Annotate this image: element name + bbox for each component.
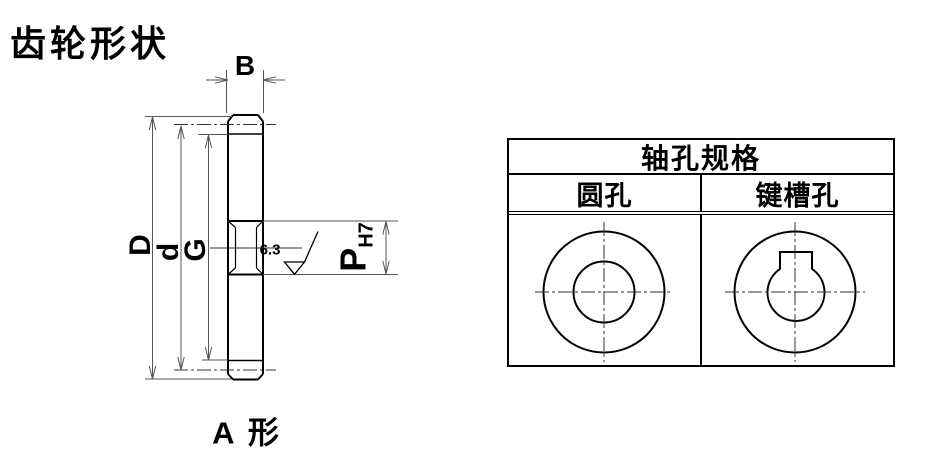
shaft-hole-table-body <box>509 215 893 365</box>
bore-letter: P <box>332 247 374 272</box>
keyway-hole-drawing <box>725 222 865 362</box>
round-hole-drawing <box>535 222 672 362</box>
bore-tolerance: H7 <box>355 222 378 248</box>
table-double-rule <box>509 212 893 215</box>
shaft-hole-table: 轴孔规格 圆孔 键槽孔 <box>507 138 895 367</box>
column-header-round-hole: 圆孔 <box>509 175 702 211</box>
page-title: 齿轮形状 <box>10 24 171 64</box>
column-header-keyway-hole: 键槽孔 <box>755 180 840 211</box>
surface-roughness-icon <box>283 231 319 276</box>
gear-side-view <box>174 114 302 381</box>
dim-label-face-width: B <box>234 50 256 81</box>
dim-label-hub-diameter: G <box>179 238 212 262</box>
shaft-hole-table-header: 轴孔规格 <box>509 140 893 175</box>
shaft-hole-table-columns: 圆孔 键槽孔 <box>509 175 893 212</box>
gear-type-label: A 形 <box>212 415 282 451</box>
dimension-lines <box>145 70 398 380</box>
keyway-hole-cell <box>702 215 893 365</box>
surface-roughness-value: 6.3 <box>259 241 281 259</box>
round-hole-cell <box>509 215 702 365</box>
dim-label-bore: PH7 <box>332 222 378 272</box>
